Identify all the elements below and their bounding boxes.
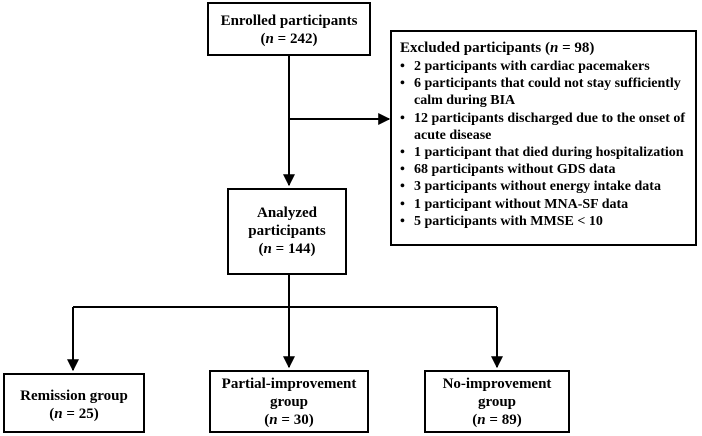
- excluded-reason: 6 participants that could not stay suffi…: [392, 75, 695, 109]
- no-improvement-label-line2: group: [477, 394, 517, 410]
- partial-improvement-label-line2: group: [269, 394, 309, 410]
- remission-group-count: (n = 25): [49, 406, 99, 422]
- excluded-reason: 3 participants without energy intake dat…: [392, 178, 695, 195]
- excluded-reason: 1 participant without MNA-SF data: [392, 196, 695, 213]
- enrolled-label: Enrolled participants: [220, 13, 358, 29]
- partial-improvement-count: (n = 30): [264, 412, 314, 428]
- excluded-reason: 68 participants without GDS data: [392, 161, 695, 178]
- partial-improvement-group-box: Partial-improvement group (n = 30): [209, 370, 369, 433]
- excluded-reason: 12 participants discharged due to the on…: [392, 110, 695, 144]
- analyzed-box: Analyzed participants (n = 144): [227, 188, 347, 275]
- no-improvement-count: (n = 89): [472, 412, 522, 428]
- remission-group-label: Remission group: [20, 388, 128, 404]
- no-improvement-label-line1: No-improvement: [442, 376, 552, 392]
- excluded-reason: 5 participants with MMSE < 10: [392, 213, 695, 230]
- enrolled-box: Enrolled participants (n = 242): [207, 2, 371, 56]
- excluded-reason: 2 participants with cardiac pacemakers: [392, 58, 695, 75]
- enrolled-count: (n = 242): [260, 31, 318, 47]
- partial-improvement-label-line1: Partial-improvement: [221, 376, 357, 392]
- remission-group-box: Remission group (n = 25): [3, 373, 145, 433]
- excluded-reasons-list: 2 participants with cardiac pacemakers 6…: [392, 58, 695, 230]
- excluded-reason: 1 participant that died during hospitali…: [392, 144, 695, 161]
- analyzed-label-line2: participants: [248, 223, 326, 239]
- analyzed-count: (n = 144): [258, 241, 316, 257]
- excluded-title: Excluded participants (n = 98): [400, 40, 595, 56]
- no-improvement-group-box: No-improvement group (n = 89): [424, 370, 570, 433]
- analyzed-label-line1: Analyzed: [257, 205, 317, 221]
- excluded-box: Excluded participants (n = 98) 2 partici…: [390, 30, 697, 246]
